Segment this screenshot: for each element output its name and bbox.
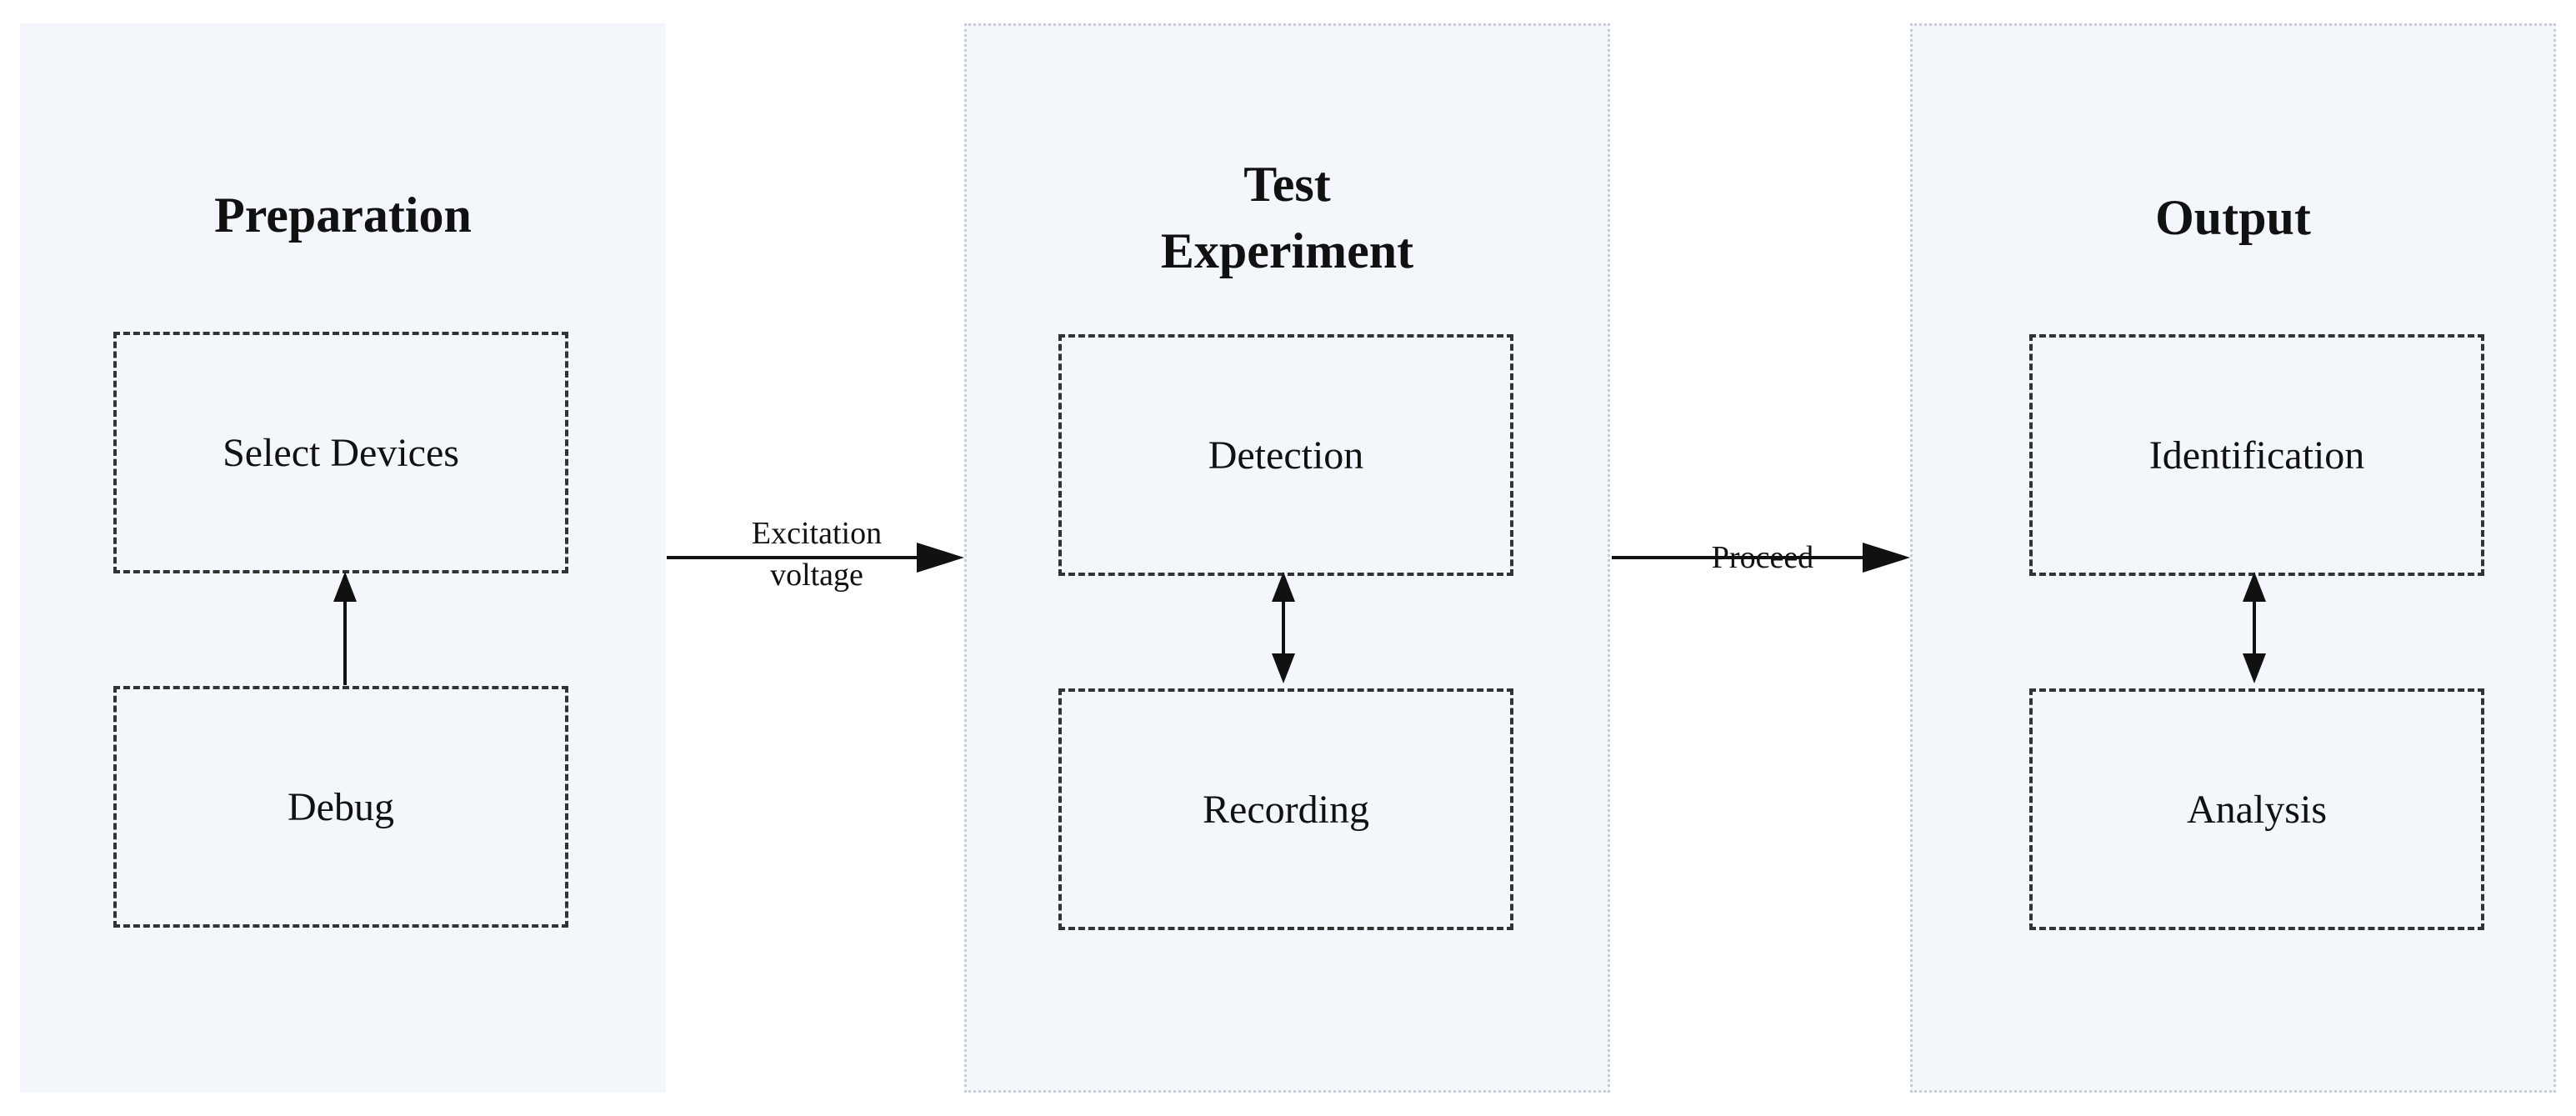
- step-label-recording: Recording: [1203, 787, 1369, 832]
- connector-label-line-2: voltage: [770, 558, 863, 593]
- step-box-debug: Debug: [113, 686, 568, 928]
- stage-panel-output: Output Identification Analysis: [1910, 23, 2556, 1093]
- step-box-select-devices: Select Devices: [113, 332, 568, 573]
- stage-title-test-experiment: Test Experiment: [1160, 157, 1414, 278]
- step-box-analysis: Analysis: [2029, 688, 2484, 930]
- stage-title-preparation: Preparation: [214, 188, 472, 243]
- step-box-recording: Recording: [1058, 688, 1513, 930]
- step-label-select-devices: Select Devices: [223, 430, 459, 475]
- stage-panel-test-experiment: Test Experiment Detection Recording: [964, 23, 1610, 1093]
- step-label-detection: Detection: [1208, 433, 1364, 478]
- step-box-detection: Detection: [1058, 334, 1513, 576]
- step-label-identification: Identification: [2148, 433, 2365, 478]
- step-box-identification: Identification: [2029, 334, 2484, 576]
- connector-label-excitation-voltage: Excitation voltage: [733, 513, 900, 596]
- connector-label-line-1: Excitation: [751, 516, 883, 551]
- stage-title-output: Output: [2155, 190, 2311, 245]
- connector-label-proceed: Proceed: [1711, 540, 1814, 575]
- stage-panel-preparation: Preparation Select Devices Debug: [20, 23, 666, 1093]
- step-label-analysis: Analysis: [2187, 787, 2327, 832]
- step-label-debug: Debug: [288, 784, 394, 829]
